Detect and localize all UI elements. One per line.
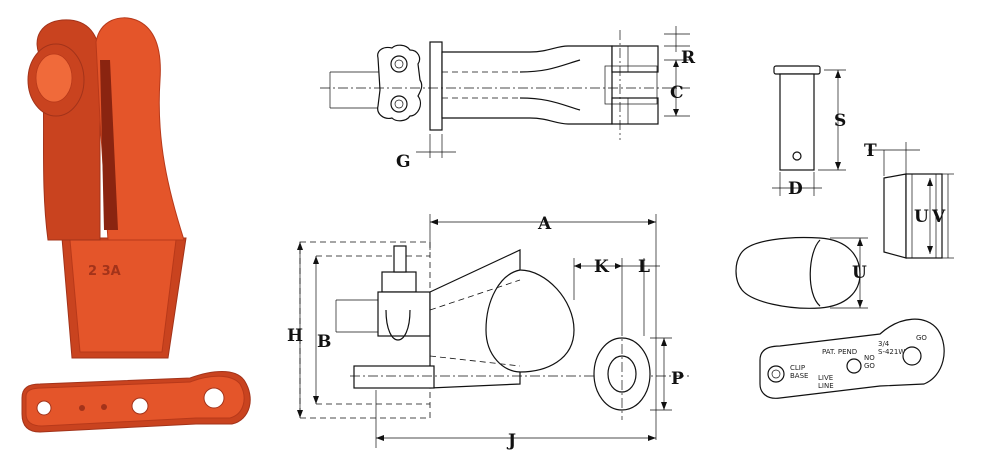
live-line-line1: LIVE bbox=[818, 374, 833, 382]
dim-label-h: H bbox=[287, 326, 303, 346]
dim-label-b: B bbox=[317, 332, 331, 352]
size-line2: S-421W bbox=[878, 348, 905, 356]
live-line-line2: LINE bbox=[818, 382, 834, 390]
dim-label-g: G bbox=[396, 152, 411, 172]
pat-pend-text: PAT. PEND bbox=[822, 348, 857, 356]
top-view-drawing bbox=[320, 26, 690, 158]
no-go-line1: NO bbox=[864, 354, 875, 362]
clip-base-line1: CLIP bbox=[790, 364, 805, 372]
dim-label-s: S bbox=[834, 111, 846, 131]
dim-label-k: K bbox=[594, 257, 610, 277]
clip-drawing bbox=[759, 318, 945, 399]
go-text: GO bbox=[916, 334, 927, 342]
side-view-drawing bbox=[297, 214, 690, 448]
pin-drawing bbox=[772, 65, 846, 196]
dim-label-v: V bbox=[931, 207, 946, 227]
socket-photo: 2 3A bbox=[27, 17, 187, 359]
dim-label-c: C bbox=[670, 83, 684, 103]
clip-base-line2: BASE bbox=[790, 372, 808, 380]
svg-text:2 3A: 2 3A bbox=[88, 264, 121, 279]
dim-label-u-wedge: U bbox=[852, 263, 867, 283]
dim-label-d: D bbox=[788, 179, 803, 199]
dim-label-t: T bbox=[864, 141, 877, 161]
dim-label-u-section: U bbox=[914, 207, 929, 227]
dim-label-l: L bbox=[638, 257, 650, 277]
no-go-line2: GO bbox=[864, 362, 875, 370]
wedge-drawing bbox=[735, 236, 868, 309]
clip-photo bbox=[21, 371, 251, 433]
dim-label-p: P bbox=[671, 369, 684, 389]
wedge-section-drawing bbox=[868, 142, 954, 259]
dim-label-a: A bbox=[537, 214, 552, 234]
dim-label-j: J bbox=[506, 431, 516, 451]
clip-text-group: CLIP BASE LIVE LINE PAT. PEND NO GO 3/4 … bbox=[790, 334, 927, 390]
size-line1: 3/4 bbox=[878, 340, 890, 348]
dim-label-r: R bbox=[681, 48, 696, 68]
